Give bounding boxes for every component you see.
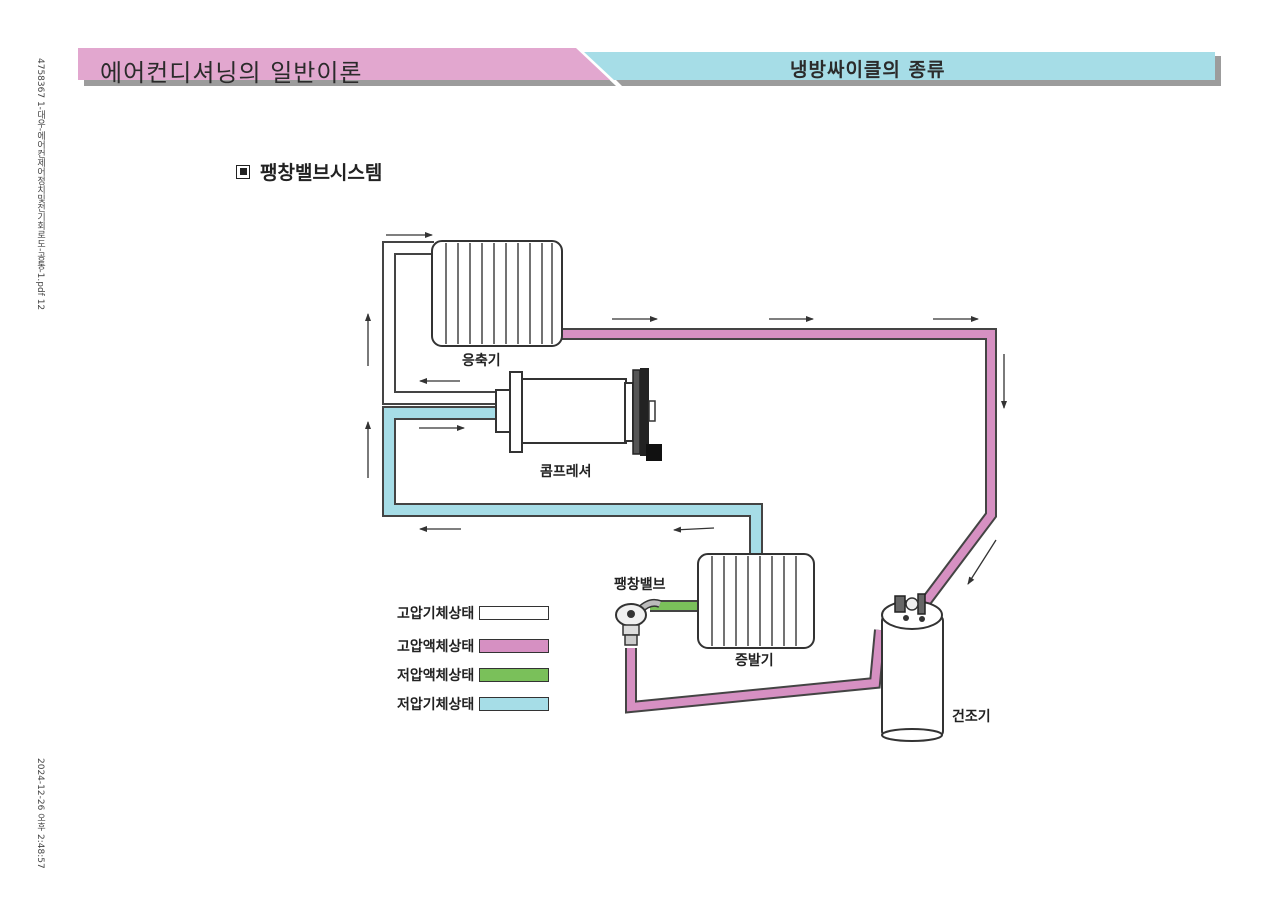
square-bullet-icon	[236, 164, 250, 179]
compressor	[495, 368, 662, 461]
flow-arrows	[365, 232, 1007, 585]
legend-swatch	[479, 639, 550, 653]
legend-label: 고압기체상태	[397, 606, 475, 622]
side-timestamp: 2024-12-26 오후 2:48:57	[35, 758, 45, 869]
header-banner	[78, 48, 1221, 86]
legend-swatch	[479, 606, 550, 620]
evaporator-label: 증발기	[735, 653, 774, 669]
header-left-title: 에어컨디셔닝의 일반이론	[100, 59, 363, 87]
legend-item-low-pressure-liquid: 저압액체상태	[397, 665, 550, 685]
section-title-text: 팽창밸브시스템	[260, 162, 383, 184]
legend-item-low-pressure-gas: 저압기체상태	[397, 694, 550, 714]
section-title: 팽창밸브시스템	[236, 158, 382, 185]
high-pressure-liquid-line-bottom	[625, 629, 886, 714]
receiver-drier-label: 건조기	[952, 709, 991, 725]
legend-swatch	[479, 668, 550, 682]
legend-label: 저압액체상태	[397, 668, 475, 684]
high-pressure-gas-line	[382, 241, 498, 405]
header-right-title: 냉방싸이클의 종류	[790, 59, 946, 81]
legend-item-high-pressure-liquid: 고압액체상태	[397, 636, 550, 656]
legend-item-high-pressure-gas: 고압기체상태	[397, 603, 550, 623]
condenser-label: 응축기	[462, 353, 501, 369]
compressor-label: 콤프레셔	[540, 464, 592, 480]
legend-label: 고압액체상태	[397, 639, 475, 655]
expansion-valve-label: 팽창밸브	[614, 577, 666, 593]
page-header: 에어컨디셔닝의 일반이론 냉방싸이클의 종류	[78, 46, 1228, 88]
expansion-valve	[615, 598, 662, 646]
legend-swatch	[479, 697, 550, 711]
high-pressure-liquid-line-top	[560, 328, 997, 608]
condenser	[431, 240, 563, 347]
side-file-label: 4758367 1-대우-에어컨제어정치및전기회로도-공통-1.pdf 12	[35, 58, 45, 311]
evaporator	[697, 553, 815, 649]
low-pressure-gas-line	[382, 406, 763, 556]
legend-label: 저압기체상태	[397, 697, 475, 713]
receiver-drier	[881, 593, 944, 742]
